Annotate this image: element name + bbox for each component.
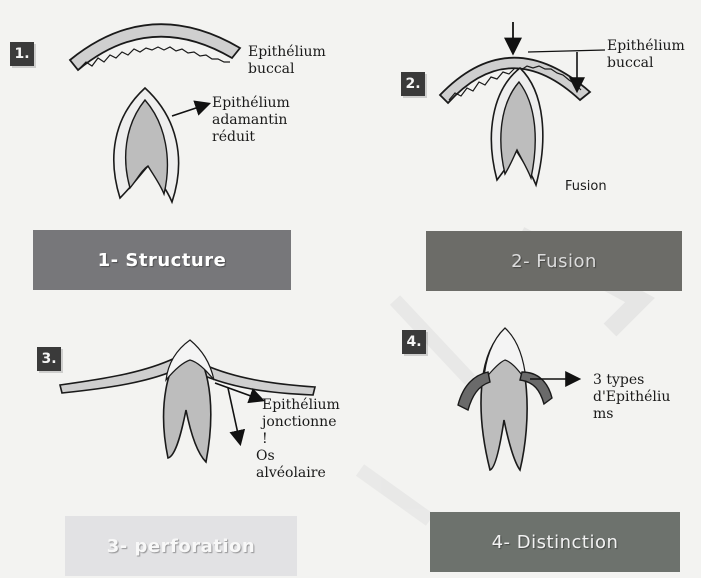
arrow-reduced-epithelium-1	[171, 100, 212, 117]
enamel-cap-4	[483, 327, 527, 382]
oral-epithelium-arch-1	[68, 23, 242, 72]
label-oral-epithelium-1: Epithélium buccal	[248, 44, 326, 77]
tooth-3	[162, 340, 212, 464]
panel-3-illustration	[59, 339, 317, 464]
epithelium-serration-1	[79, 46, 230, 69]
tooth-crown-1	[125, 98, 169, 197]
caption-distinction: 4- Distinction	[430, 512, 680, 572]
label-fusion: Fusion	[565, 179, 607, 194]
label-oral-epithelium-2: Epithélium buccal	[607, 38, 685, 71]
label-epithelium-types: 3 types d'Epithéliu ms	[593, 372, 671, 422]
caption-perforation: 3- perforation	[65, 516, 297, 576]
gingiva-left-3	[59, 356, 182, 394]
oral-epithelium-arch-2	[438, 56, 592, 105]
gingiva-right-3	[198, 363, 317, 396]
enamel-cap-3	[165, 339, 215, 382]
arrow-junctional-3	[214, 382, 266, 404]
panel-4-illustration	[457, 327, 582, 472]
arrow-alveolar-3	[227, 387, 246, 447]
panel-1-illustration	[68, 23, 242, 205]
panel-2-illustration	[438, 22, 606, 188]
label-alveolar-bone: Os alvéolaire	[256, 448, 326, 481]
label-reduced-enamel-epithelium: Epithélium adamantin réduit	[212, 95, 290, 145]
caption-fusion: 2- Fusion	[426, 231, 682, 291]
stage-badge-4: 4.	[402, 330, 426, 354]
stage-badge-1: 1.	[10, 42, 34, 66]
stage-badge-2: 2.	[401, 72, 425, 96]
gingiva-right-4	[519, 371, 553, 406]
caption-structure: 1- Structure	[33, 230, 291, 290]
bracket-line	[527, 49, 606, 53]
tooth-crown-2	[500, 80, 536, 181]
stage-badge-3: 3.	[37, 347, 61, 371]
epithelium-serration-2	[448, 65, 582, 101]
gingiva-left-4	[457, 371, 491, 412]
label-junctional-epithelium: Epithélium jonctionne !	[262, 397, 340, 447]
